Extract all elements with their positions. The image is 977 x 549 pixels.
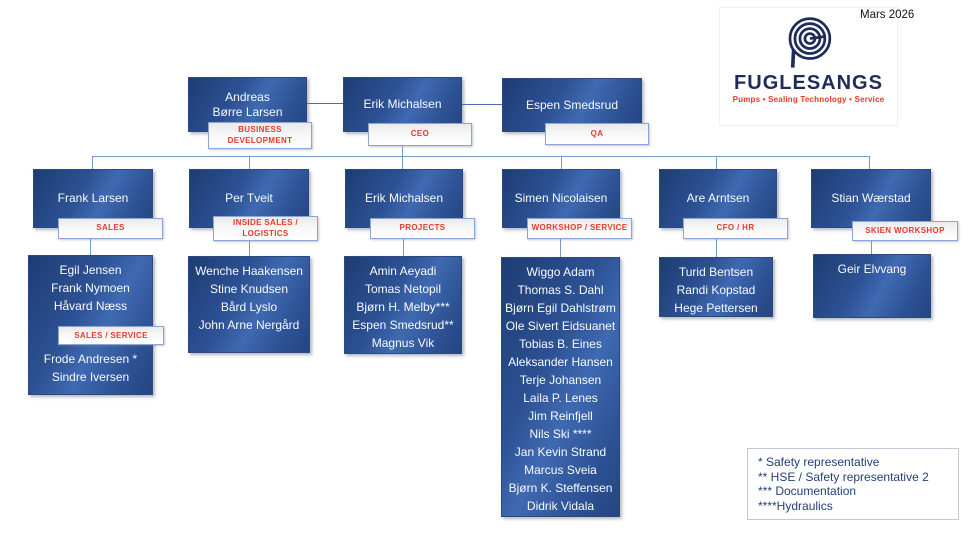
exec-box-business-development: Andreas Børre Larsen [188, 77, 307, 132]
date-label: Mars 2026 [860, 9, 915, 21]
member-name: Frank Nymoen [51, 281, 130, 295]
exec-name: Erik Michalsen [363, 97, 442, 111]
role-label-sales: SALES [58, 218, 163, 239]
member-name: Hege Pettersen [674, 301, 758, 315]
connector-line [249, 241, 250, 256]
legend-line: ** HSE / Safety representative 2 [758, 469, 929, 484]
role-label-workshop-service: WORKSHOP / SERVICE [527, 218, 632, 239]
member-name: Håvard Næss [53, 299, 128, 313]
member-name: Randi Kopstad [676, 283, 756, 297]
exec-name: Espen Smedsrud [525, 97, 619, 112]
member-name: Jim Reinfjell [528, 409, 593, 423]
legend-line: *** Documentation [758, 484, 857, 499]
legend-box: * Safety representative** HSE / Safety r… [747, 448, 959, 520]
member-name: Amin Aeyadi [369, 264, 437, 278]
connector-line [869, 156, 870, 170]
member-name: Bjørn H. Melby*** [356, 300, 450, 314]
member-name: Bjørn Egil Dahlstrøm [505, 301, 616, 315]
connector-line [716, 156, 717, 170]
role-label-cfo-hr: CFO / HR [683, 218, 788, 239]
company-name: FUGLESANGS [734, 72, 883, 94]
legend-lines: * Safety representative** HSE / Safety r… [758, 455, 948, 513]
company-tagline: Pumps • Sealing Technology • Service [732, 95, 885, 104]
connector-line [90, 239, 91, 255]
role-label-qa: QA [545, 123, 649, 145]
member-name: Frode Andresen * [43, 352, 138, 366]
connector-line [402, 146, 403, 170]
member-list: Frode Andresen * Sindre Iversen [29, 350, 152, 386]
legend-line: * Safety representative [758, 455, 880, 469]
member-name: Tobias B. Eines [519, 337, 602, 351]
member-name: Egil Jensen [59, 263, 122, 277]
role-label-ceo: CEO [368, 123, 472, 146]
dept-head-name: Stian Wærstad [831, 191, 911, 205]
fuglesangs-spiral-icon [788, 17, 831, 68]
exec-name: Andreas Børre Larsen [212, 89, 283, 119]
member-name: Stine Knudsen [209, 282, 289, 296]
member-name: John Arne Nergård [198, 318, 300, 332]
member-list: Geir Elvvang [814, 260, 930, 278]
connector-line [561, 156, 562, 170]
exec-box-ceo: Erik Michalsen [343, 77, 462, 132]
member-name: Bård Lyslo [220, 300, 278, 314]
member-name: Bjørn K. Steffensen [508, 481, 613, 495]
role-label-business-development: BUSINESS DEVELOPMENT [208, 122, 312, 149]
member-name: Thomas S. Dahl [517, 283, 604, 297]
dept-head-name: Frank Larsen [57, 191, 129, 205]
member-name: Tomas Netopil [364, 282, 442, 296]
member-name: Laila P. Lenes [523, 391, 598, 405]
team-box-skien-workshop: Geir Elvvang [813, 254, 931, 318]
role-label-inside-sales-logistics: INSIDE SALES / LOGISTICS [213, 216, 318, 241]
connector-line [716, 239, 717, 257]
member-name: Sindre Iversen [51, 370, 130, 384]
member-name: Jan Kevin Strand [514, 445, 607, 459]
connector-line [403, 239, 404, 256]
role-label-skien-workshop: SKIEN WORKSHOP [852, 221, 958, 241]
dept-head-name: Erik Michalsen [364, 191, 444, 205]
connector-line [871, 241, 872, 254]
member-name: Wenche Haakensen [195, 264, 303, 278]
company-logo: FUGLESANGS Pumps • Sealing Technology • … [719, 7, 898, 126]
role-label-projects: PROJECTS [370, 218, 475, 239]
member-name: Magnus Vik [371, 336, 435, 350]
legend-line: ****Hydraulics [758, 498, 833, 513]
member-name: Didrik Vidala [526, 499, 595, 513]
connector-line [92, 156, 93, 170]
member-name: Turid Bentsen [678, 265, 754, 279]
connector-line [92, 156, 870, 157]
connector-line [560, 239, 561, 257]
dept-head-name: Are Arntsen [686, 191, 750, 205]
member-name: Wiggo Adam [526, 265, 595, 279]
member-name: Aleksander Hansen [508, 355, 613, 369]
member-name: Geir Elvvang [837, 262, 907, 276]
connector-line [249, 156, 250, 170]
member-name: Ole Sivert Eidsuanet [505, 319, 616, 333]
dept-head-skien-workshop: Stian Wærstad [811, 169, 931, 228]
connector-line [462, 104, 502, 105]
member-name: Marcus Sveia [524, 463, 597, 477]
dept-head-name: Simen Nicolaisen [514, 191, 608, 205]
member-name: Espen Smedsrud** [352, 318, 454, 332]
member-name: Nils Ski **** [529, 427, 592, 441]
dept-head-name: Per Tveit [225, 191, 273, 205]
connector-line [307, 103, 343, 104]
member-name: Terje Johansen [519, 373, 602, 387]
role-label-sales-service: SALES / SERVICE [58, 326, 164, 345]
